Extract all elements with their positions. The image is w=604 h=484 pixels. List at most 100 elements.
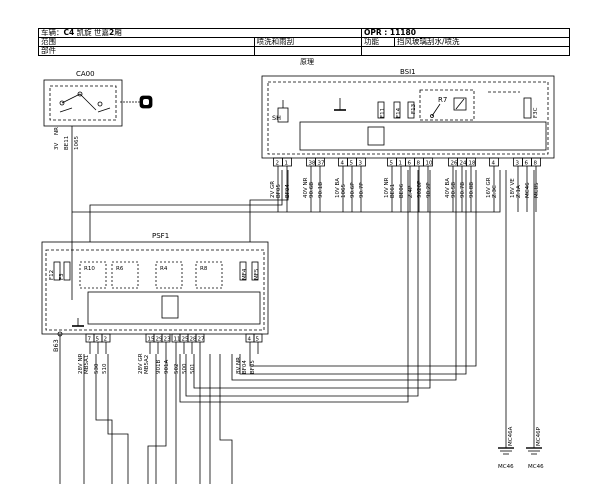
psf1-label: PSF1 [152, 232, 169, 240]
psf1-wire-label-head: 8V NR [236, 357, 242, 374]
bsi1-label: BSI1 [400, 68, 416, 76]
bsi1-wire-label: 90.7P [359, 182, 365, 198]
bsi1-ground-icon [334, 98, 346, 111]
psf1-ground-icon [72, 318, 84, 327]
bsi1-pin-number: 5 [350, 161, 354, 167]
ground-mc46a-label: MC46A [508, 426, 514, 446]
relay-r8-label: R8 [200, 266, 208, 272]
bsi1-pin-number: 3 [516, 161, 520, 167]
bsi1-chip-icon [367, 126, 385, 146]
bsi1-fuses-icon [377, 101, 415, 119]
bsi1-wire-label: Z.3C [492, 185, 498, 198]
bsi1-wire-label: 90.5B [451, 182, 457, 198]
psf1-wire-label: 501 [190, 364, 196, 375]
bsi1-pin-number: 1 [399, 161, 403, 167]
psf1-pin-number: 2 [104, 337, 108, 343]
r7-label: R7 [438, 96, 447, 104]
psf1-chip-icon [161, 295, 179, 319]
b63-ground-point [57, 331, 63, 337]
bsi1-wire-label: BE06 [399, 183, 405, 198]
sh-label: SH [272, 114, 281, 122]
psf1-wire-label: MB5A2 [144, 355, 150, 374]
bsi1-wire-label: 90.8B [469, 182, 475, 198]
bsi1-r7-relay [419, 89, 475, 121]
bsi1-wire-label-head: 2V GR [270, 181, 276, 198]
header-table: 车辆：C4 凯旋 世嘉2厢 OPR : 11180 范围 喷洗和雨刮 功能 挡风… [38, 28, 570, 56]
psf1-pin-number: 5 [96, 337, 100, 343]
fuse-f11-label: F11 [380, 108, 386, 118]
bsi1-pin-number: 37 [318, 161, 325, 167]
relay-r10-label: R10 [84, 266, 95, 272]
fuse-f3-label: F3 [59, 273, 65, 280]
key-icon [120, 95, 153, 109]
bsi1-r7-coil [453, 97, 467, 111]
ground-mc46-left: MC46 [498, 464, 514, 470]
ground-mc46p-label: MC46P [536, 426, 542, 446]
bsi1-pin-number: 8 [534, 161, 538, 167]
vehicle-suffix: 厢 [114, 28, 122, 37]
bsi1-pin-number: 26 [451, 161, 458, 167]
bsi1-wire-label-head: 10V BA [335, 178, 341, 198]
bsi1-wire-label: Z.1A [516, 185, 522, 198]
psf1-wire-label: MB5A1 [84, 355, 90, 374]
psf1-pin-number: 11 [174, 337, 181, 343]
ca00-inner [49, 85, 117, 121]
bsi1-wire-label: 90.1B [318, 182, 324, 198]
bsi1-wire-label: 90.6B [309, 182, 315, 198]
psf1-box [41, 241, 269, 335]
bsi1-wire-label-head: 16V GR [486, 177, 492, 198]
bsi1-pin-number: 1 [285, 161, 289, 167]
psf1-wire-label: 901A [164, 360, 170, 374]
psf1-pin-number: 27 [198, 337, 205, 343]
ca00-label: CA00 [76, 70, 95, 78]
bsi1-wire-label: 9020P [417, 180, 423, 198]
psf1-wire-label: 502 [174, 364, 180, 375]
bsi1-pin-number: 5 [390, 161, 394, 167]
psf1-pin-number: 7 [88, 337, 92, 343]
psf1-pin-number: 28 [190, 337, 197, 343]
bsi1-pin-number: 10 [426, 161, 433, 167]
bsi1-ecu-block [299, 121, 547, 151]
psf1-pin-number: 25 [182, 337, 189, 343]
psf1-pin-number: 15 [148, 337, 155, 343]
bsi1-wire-label: 1065 [341, 184, 347, 198]
bsi1-wire-label: BE61 [390, 184, 396, 198]
bsi1-wire-label: 90.6P [350, 182, 356, 198]
fuse-mf5-label: MF5 [254, 268, 260, 280]
ca00-wire-part-3: 1065 [74, 136, 80, 150]
ignition-switch-icon [59, 91, 111, 113]
fuse-f14-label: F14 [396, 107, 402, 118]
bsi1-wire-label: MC46 [525, 182, 531, 198]
interconnect-wires [72, 170, 501, 403]
psf1-wire-label: 901B [156, 360, 162, 374]
ground-mc46-right: MC46 [528, 464, 544, 470]
psf1-wire-label: BF04 [242, 360, 248, 374]
psf1-pin-number: 5 [256, 337, 260, 343]
bsi1-pin-number: 38 [309, 161, 316, 167]
bsi1-f3c-fuse [523, 97, 532, 119]
bsi1-pin-number: 18 [469, 161, 476, 167]
ground-mc46p-icon [526, 170, 542, 455]
bsi1-sh-relay-icon [277, 100, 289, 123]
bsi1-wire-label: Z.4P [408, 185, 414, 198]
opr-value: OPR : 11180 [364, 28, 416, 37]
psf1-pin-number: 4 [248, 337, 252, 343]
psf1-ecu-block [87, 291, 261, 325]
lower-wires [83, 354, 233, 484]
bsi1-pin-number: 2 [276, 161, 280, 167]
bsi1-wire-label: MC85 [534, 182, 540, 198]
psf1-relays-icon [53, 261, 259, 289]
bsi1-pin-number: 4 [492, 161, 496, 167]
psf1-wires [89, 342, 259, 354]
vehicle-label: 车辆： [41, 28, 64, 37]
vehicle-model: C4 [63, 28, 75, 37]
psf1-wire-label: 530 [94, 363, 100, 374]
bsi1-wire-label-head: 40V BA [445, 178, 451, 198]
vehicle-name: 凯旋 世嘉 [74, 28, 110, 37]
bsi1-pin-number: 3 [359, 161, 363, 167]
bsi1-wires [277, 166, 537, 212]
